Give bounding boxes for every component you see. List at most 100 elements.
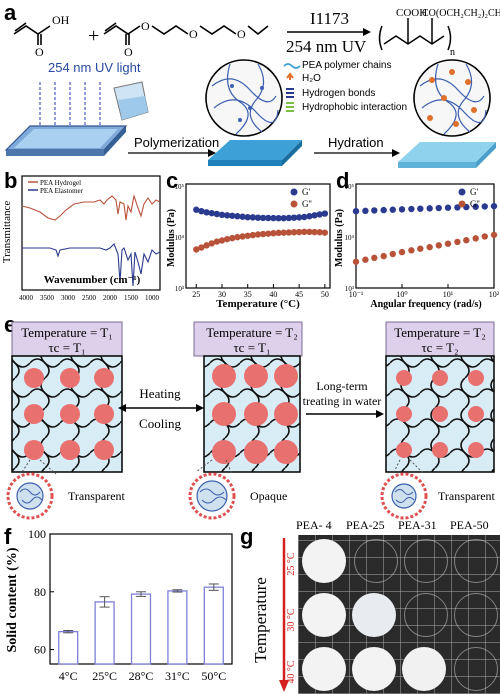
freq-point-gprime-9 (435, 204, 442, 212)
temp-point-gprime-1 (198, 207, 205, 215)
solid-category-4: 50°C (201, 669, 226, 683)
subscript-n: n (450, 47, 455, 58)
temperature-axis-label: Temperature (251, 577, 270, 663)
solid-bar-0 (58, 630, 79, 665)
ftir-xtick-1500: 1500 (124, 294, 139, 302)
freq-point-gprime-3 (380, 206, 387, 214)
solid-bar-3 (167, 590, 188, 665)
temp-ytick-1e4: 10⁴ (175, 234, 185, 242)
temp-point-gdprime-2 (203, 242, 210, 249)
solid-ytick-60: 60 (34, 643, 46, 657)
caption-transparent-2: Transparent (438, 489, 496, 503)
disc-pea31-40 (402, 647, 446, 691)
temp-xlabel: Temperature (°C) (216, 298, 300, 310)
micelle-icon-2 (188, 459, 236, 520)
temp-xtick-30: 30 (218, 290, 226, 299)
temp-point-gdprime-22 (306, 228, 313, 236)
temp-point-gprime-6 (223, 212, 231, 219)
temp-point-gdprime-10 (244, 232, 251, 239)
long-term-label-2: treating in water (303, 394, 382, 408)
glass-mould-icon (4, 125, 128, 156)
disc-pea50-40 (454, 647, 498, 691)
freq-point-gprime-5 (398, 206, 406, 213)
temp-point-gprime-4 (213, 210, 221, 218)
temp-point-gprime-24 (316, 211, 323, 218)
temp-point-gdprime-25 (321, 229, 329, 236)
temp-ytick-1e5: 10⁵ (175, 183, 185, 191)
freq-point-gdprime-15 (490, 231, 498, 239)
disc-pea50-25 (454, 539, 498, 583)
temp-point-gprime-18 (285, 214, 293, 222)
panel-letter-d: d (336, 168, 350, 193)
temp-xtick-45: 45 (295, 290, 303, 299)
freq-xtick-0: 10⁻¹ (349, 290, 364, 299)
temp-point-gdprime-9 (239, 233, 246, 240)
temp-point-gdprime-11 (249, 231, 257, 239)
temp-point-gprime-13 (259, 214, 267, 222)
freq-ytick-1e4: 10⁴ (345, 234, 355, 242)
freq-point-gdprime-3 (380, 252, 387, 260)
temp-point-gprime-9 (239, 213, 246, 220)
temp-point-gprime-11 (249, 214, 257, 221)
solid-category-2: 28°C (129, 669, 154, 683)
legend-hydrophobic: Hydrophobic interaction (302, 102, 407, 113)
freq-point-gdprime-0 (352, 258, 360, 265)
uv-light-arrows (39, 82, 101, 128)
temp-point-gdprime-3 (208, 240, 215, 247)
disc-pea25-25 (354, 539, 398, 583)
temp-point-gdprime-20 (295, 228, 303, 236)
freq-ytick-1e5: 10⁵ (345, 183, 355, 191)
solid-bar-2 (130, 593, 152, 665)
column-pea-50: PEA-50 (450, 518, 489, 532)
disc-pea50-30 (454, 593, 498, 637)
ftir-ylabel: Transmittance (1, 201, 13, 264)
column-pea-25: PEA-25 (346, 518, 385, 532)
temp-point-gprime-5 (218, 211, 226, 219)
temp-point-gdprime-7 (229, 234, 236, 242)
disc-pea4-30 (302, 593, 346, 637)
temp-point-gprime-8 (234, 213, 241, 220)
temp-legend-gprime-marker (290, 188, 298, 196)
freq-point-gprime-0 (352, 207, 360, 215)
freq-point-gdprime-9 (435, 242, 442, 249)
oh-label: OH (52, 13, 70, 27)
disc-pea25-30 (352, 593, 396, 637)
freq-point-gdprime-4 (389, 250, 396, 258)
legend-water: H₂O (302, 73, 321, 84)
freq-point-gdprime-7 (417, 245, 424, 252)
ftir-xtick-4000: 4000 (19, 294, 34, 302)
freq-legend-gdprime-marker (458, 200, 466, 208)
freq-point-gprime-1 (362, 207, 369, 215)
freq-point-gdprime-2 (371, 254, 378, 262)
freq-point-gdprime-10 (444, 240, 452, 247)
freq-ytick-1e3: 10³ (345, 285, 354, 293)
ftir-xtick-3000: 3000 (61, 294, 76, 302)
hydration-label: Hydration (328, 135, 384, 150)
freq-xlabel: Angular frequency (rad/s) (370, 299, 481, 310)
temp-point-gprime-17 (280, 214, 287, 222)
freq-point-gdprime-1 (362, 256, 369, 263)
temp-point-gprime-12 (254, 214, 262, 221)
freq-ylabel: Modulus (Pa) (334, 209, 345, 267)
elastomer-slab-icon (208, 140, 302, 166)
solid-category-1: 25°C (92, 669, 117, 683)
temp-point-gdprime-23 (311, 228, 318, 236)
box3-tau: τc = T₂ (421, 340, 458, 355)
freq-legend-gdprime: G'' (470, 199, 480, 209)
freq-legend-gprime-marker (458, 188, 466, 196)
temp-point-gdprime-14 (265, 230, 272, 237)
temp-legend-gdprime-marker (290, 200, 298, 208)
disc-pea4-40 (302, 647, 346, 691)
freq-point-gprime-11 (454, 204, 461, 211)
temp-xtick-50: 50 (321, 290, 329, 299)
solid-bar-4 (203, 586, 224, 665)
freq-point-gprime-15 (490, 202, 498, 210)
freq-point-gdprime-13 (472, 235, 479, 242)
scheme-legend (283, 63, 301, 112)
polymerization-label: Polymerization (134, 135, 219, 150)
freq-xtick-3: 10² (489, 290, 500, 299)
ftir-plot-frame (21, 175, 161, 291)
solid-ytick-80: 80 (34, 585, 46, 599)
